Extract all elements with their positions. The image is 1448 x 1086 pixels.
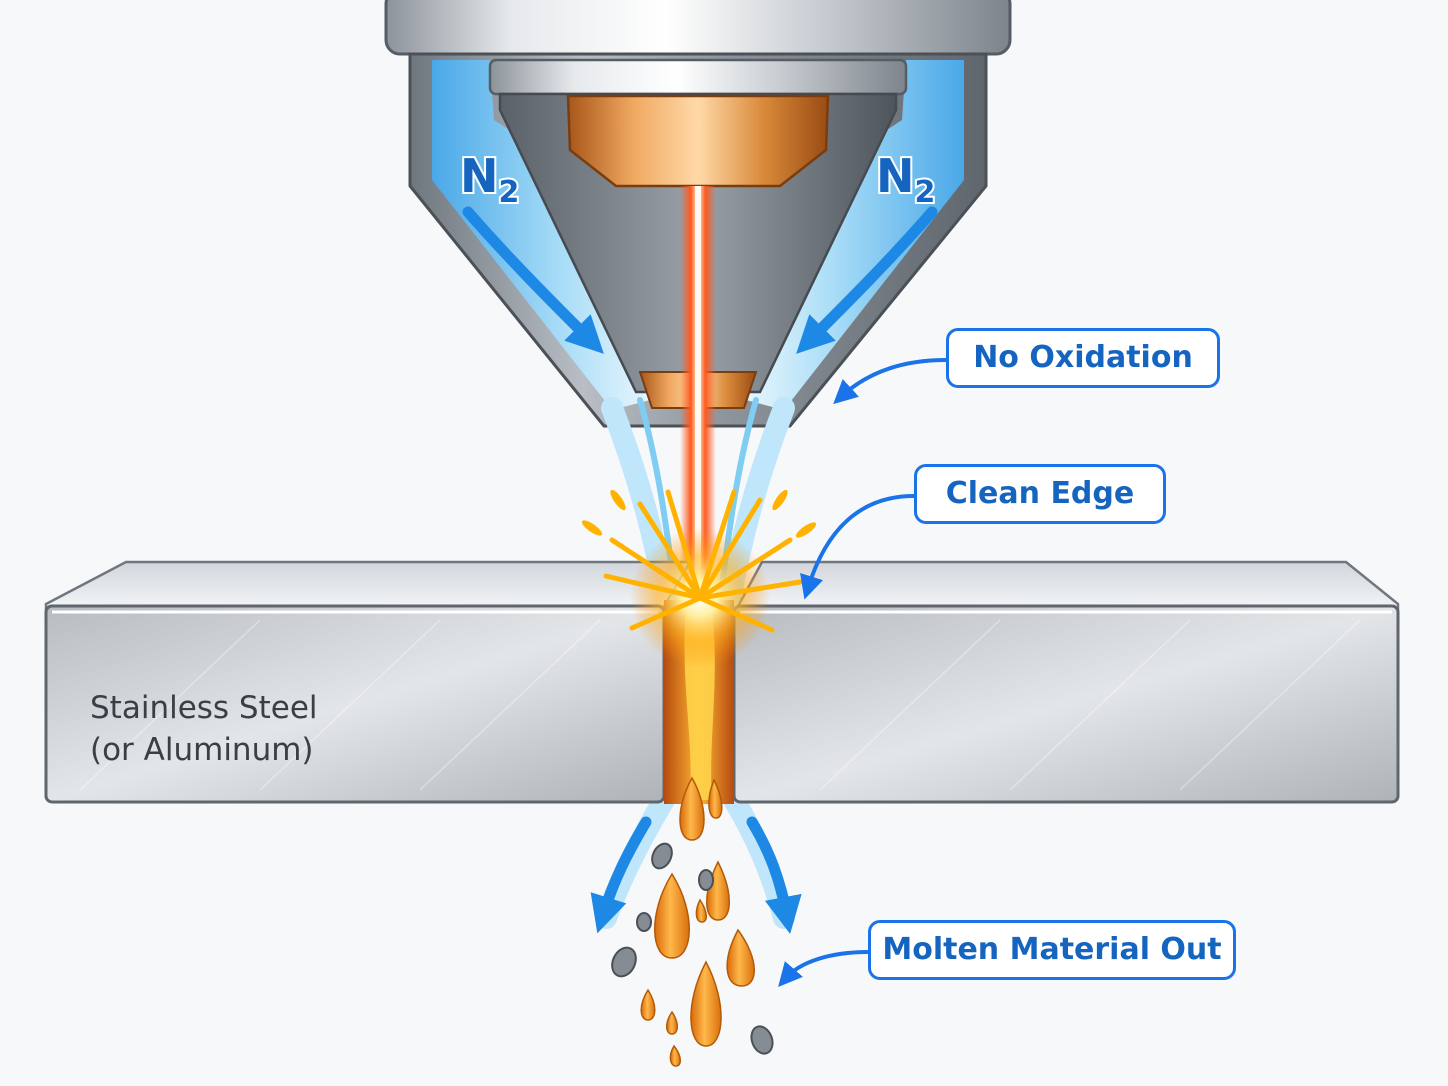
callout-clean-edge: Clean Edge bbox=[914, 464, 1166, 524]
molten-droplet-icon bbox=[640, 776, 755, 1067]
spark-droplets bbox=[581, 489, 817, 538]
spark-burst-icon bbox=[603, 489, 803, 633]
plate-front-right bbox=[732, 604, 1400, 804]
copper-tip bbox=[566, 94, 830, 188]
nozzle-icon bbox=[384, 0, 1012, 428]
steel-plate bbox=[44, 560, 1400, 804]
debris-particles bbox=[611, 842, 774, 1055]
plate-top-right bbox=[733, 560, 1400, 612]
material-label-line1: Stainless Steel bbox=[90, 690, 318, 726]
material-label-line2: (or Aluminum) bbox=[90, 732, 314, 768]
callout-arrow-icon bbox=[778, 358, 948, 988]
gas-label-left: N2 bbox=[460, 149, 519, 210]
material-label: Stainless Steel (or Aluminum) bbox=[90, 690, 327, 768]
nozzle-collar bbox=[488, 58, 908, 96]
callout-molten-material-out: Molten Material Out bbox=[868, 920, 1236, 980]
plate-top-left bbox=[44, 560, 693, 612]
gas-flow-arrow-icon bbox=[462, 206, 938, 935]
nozzle-body-top bbox=[384, 0, 1012, 56]
gas-label-right: N2 bbox=[876, 149, 935, 210]
callout-no-oxidation: No Oxidation bbox=[946, 328, 1220, 388]
